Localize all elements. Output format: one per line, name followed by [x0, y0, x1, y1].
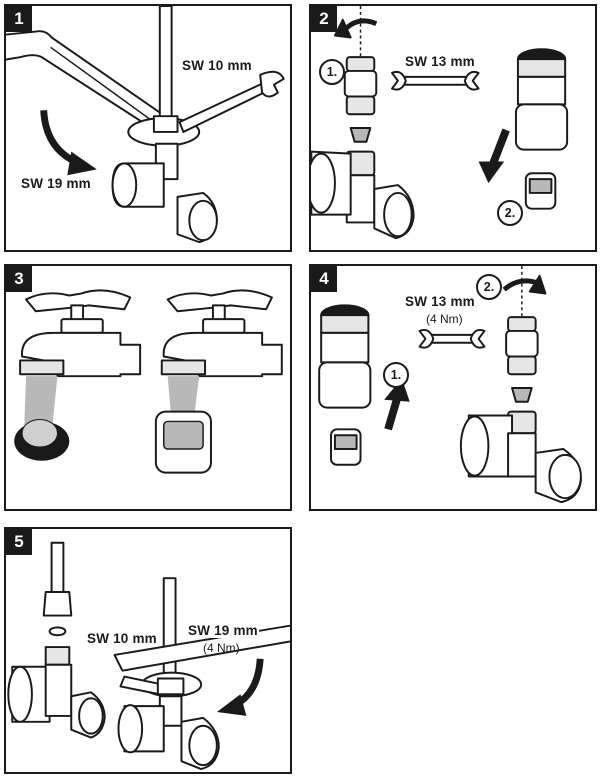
label-torque-4nm: (4 Nm) — [203, 641, 240, 655]
panel-2: 2 — [309, 4, 597, 252]
label-torque-4nm: (4 Nm) — [426, 312, 463, 326]
panel-number-4: 4 — [311, 266, 337, 292]
panel-5-illustration — [7, 541, 290, 771]
wrench-icon — [400, 75, 470, 86]
wrench-icon — [428, 333, 476, 344]
step-2-badge: 2. — [476, 274, 502, 300]
up-arrow-icon — [384, 394, 402, 431]
panel-3-illustration — [14, 289, 283, 474]
panel-5: 5 SW 10 mm SW 19 m — [4, 527, 292, 774]
panel-1: 1 SW 10 mm SW 19 mm — [4, 4, 292, 252]
label-sw-10mm: SW 10 mm — [181, 58, 253, 73]
panel-1-illustration — [6, 6, 285, 244]
panel-3: 3 — [4, 264, 292, 511]
label-sw-13mm: SW 13 mm — [404, 54, 476, 69]
small-wrench-icon — [178, 81, 270, 133]
panel-number-3: 3 — [6, 266, 32, 292]
panel-number-1: 1 — [6, 6, 32, 32]
label-sw-10mm: SW 10 mm — [86, 631, 158, 646]
label-sw-19mm: SW 19 mm — [187, 623, 259, 638]
step-2-badge: 2. — [497, 200, 523, 226]
step-1-badge: 1. — [319, 59, 345, 85]
label-sw-13mm: SW 13 mm — [404, 294, 476, 309]
faucet-handle-icon — [25, 289, 132, 313]
label-sw-19mm: SW 19 mm — [20, 176, 92, 191]
panel-number-2: 2 — [311, 6, 337, 32]
panel-number-5: 5 — [6, 529, 32, 555]
panel-2-illustration — [311, 6, 569, 240]
panel-4: 4 — [309, 264, 597, 511]
panel-4-illustration — [318, 266, 582, 504]
step-1-badge: 1. — [383, 362, 409, 388]
down-arrow-icon — [488, 128, 510, 167]
